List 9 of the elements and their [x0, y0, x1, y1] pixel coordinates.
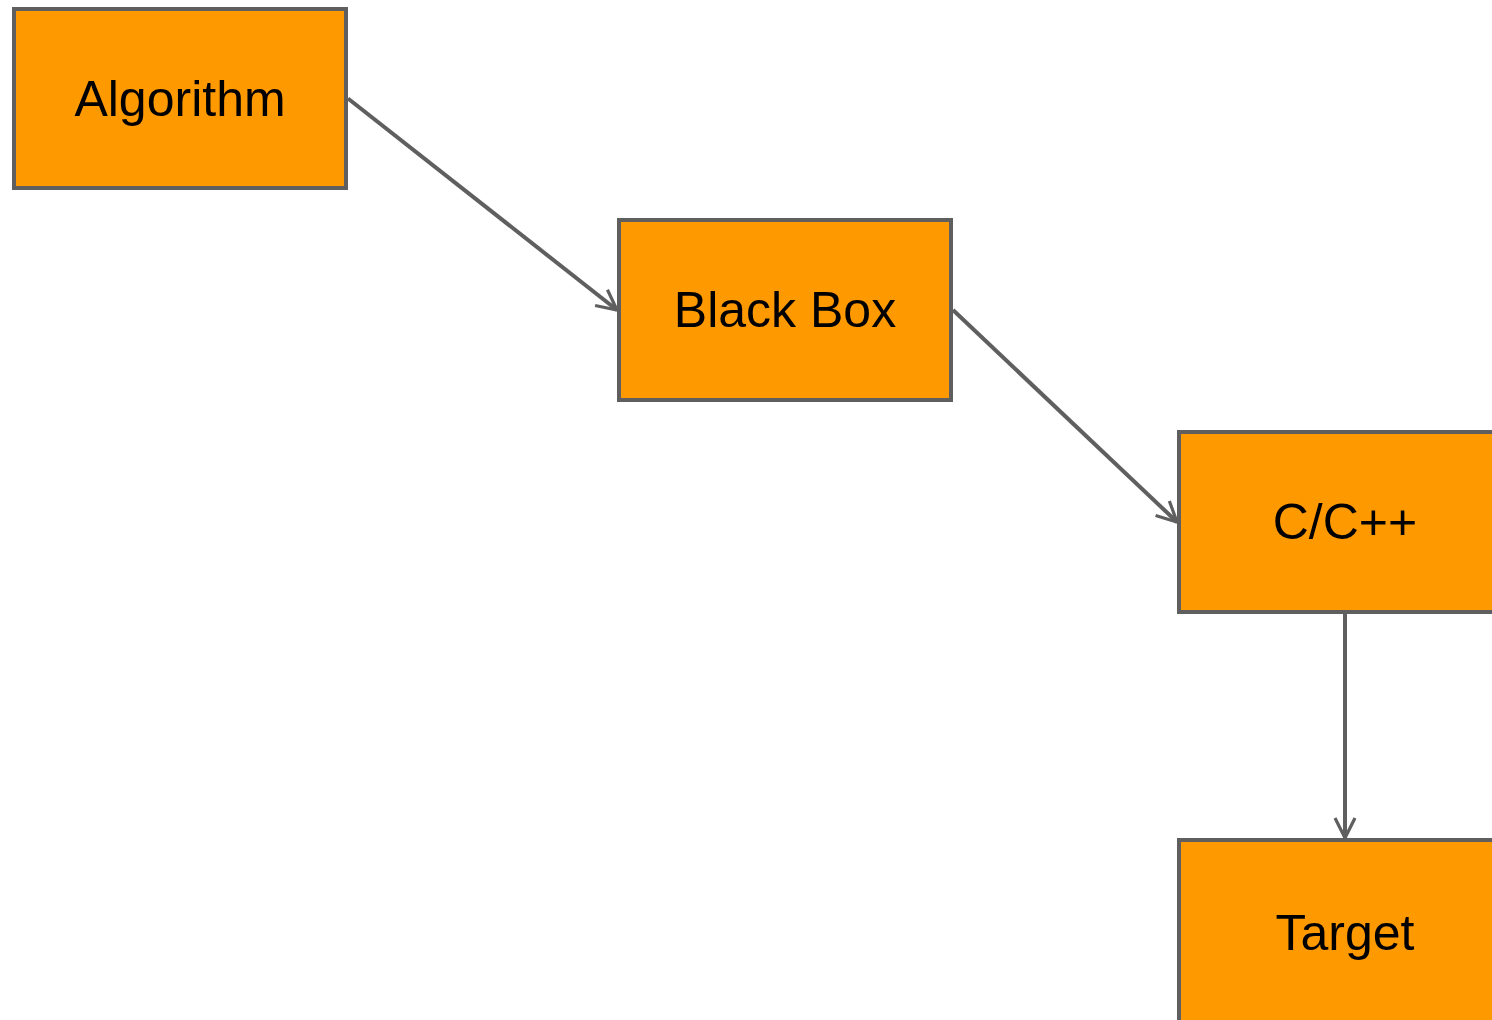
process-box [1177, 838, 1492, 1020]
process-box [12, 7, 348, 190]
box-label: Target [1275, 904, 1415, 962]
process-box [1177, 430, 1492, 614]
box-label: Algorithm [74, 69, 286, 128]
process-box [617, 218, 953, 402]
arrow [1333, 614, 1357, 840]
box-label: C/C++ [1272, 493, 1418, 551]
box-label: Black Box [673, 281, 897, 339]
